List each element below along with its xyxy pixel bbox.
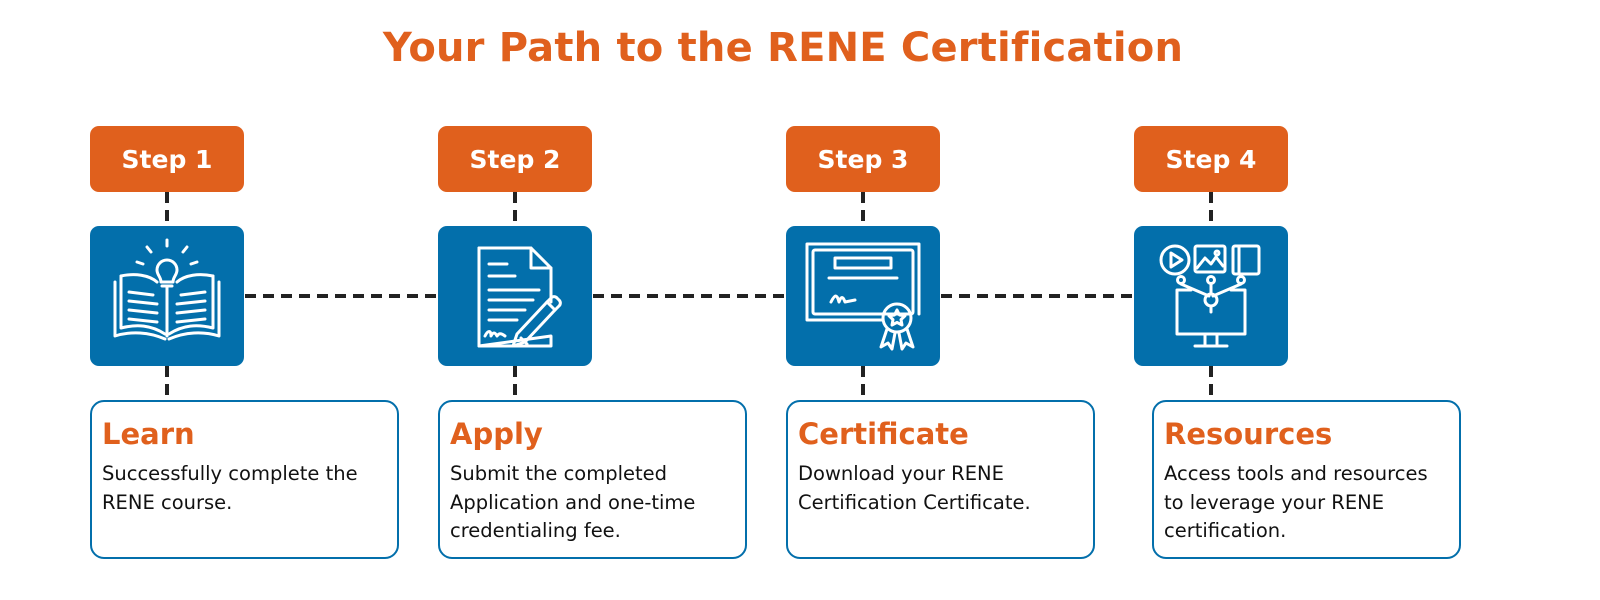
step-2-description: Submit the completed Application and one… — [450, 462, 696, 542]
step-3-icon-box — [786, 226, 940, 366]
step-1-heading: Learn — [102, 417, 195, 451]
step-3-badge: Step 3 — [786, 126, 940, 192]
step-3-heading: Certificate — [798, 417, 969, 451]
open-book-lightbulb-icon — [113, 238, 221, 341]
step-2-heading: Apply — [450, 417, 543, 451]
step-1-description: Successfully complete the RENE course. — [102, 462, 358, 514]
media-monitor-network-icon — [1159, 244, 1261, 348]
page-title: Your Path to the RENE Certification — [382, 25, 1184, 71]
step-2-card: Apply Submit the completed Application a… — [438, 400, 747, 559]
document-pen-signature-icon — [477, 246, 562, 348]
certificate-ribbon-icon — [805, 242, 921, 351]
step-2-icon-box — [438, 226, 592, 366]
step-4-card: Resources Access tools and resources to … — [1152, 400, 1461, 559]
step-4-heading: Resources — [1164, 417, 1333, 451]
step-4-icon-box — [1134, 226, 1288, 366]
step-2-badge: Step 2 — [438, 126, 592, 192]
step-3-card: Certificate Download your RENE Certifica… — [786, 400, 1095, 559]
step-1-card: Learn Successfully complete the RENE cou… — [90, 400, 399, 559]
step-1-icon-box — [90, 226, 244, 366]
step-4-description: Access tools and resources to leverage y… — [1164, 462, 1428, 542]
step-1-badge: Step 1 — [90, 126, 244, 192]
step-4-badge: Step 4 — [1134, 126, 1288, 192]
step-3-description: Download your RENE Certification Certifi… — [798, 462, 1031, 514]
